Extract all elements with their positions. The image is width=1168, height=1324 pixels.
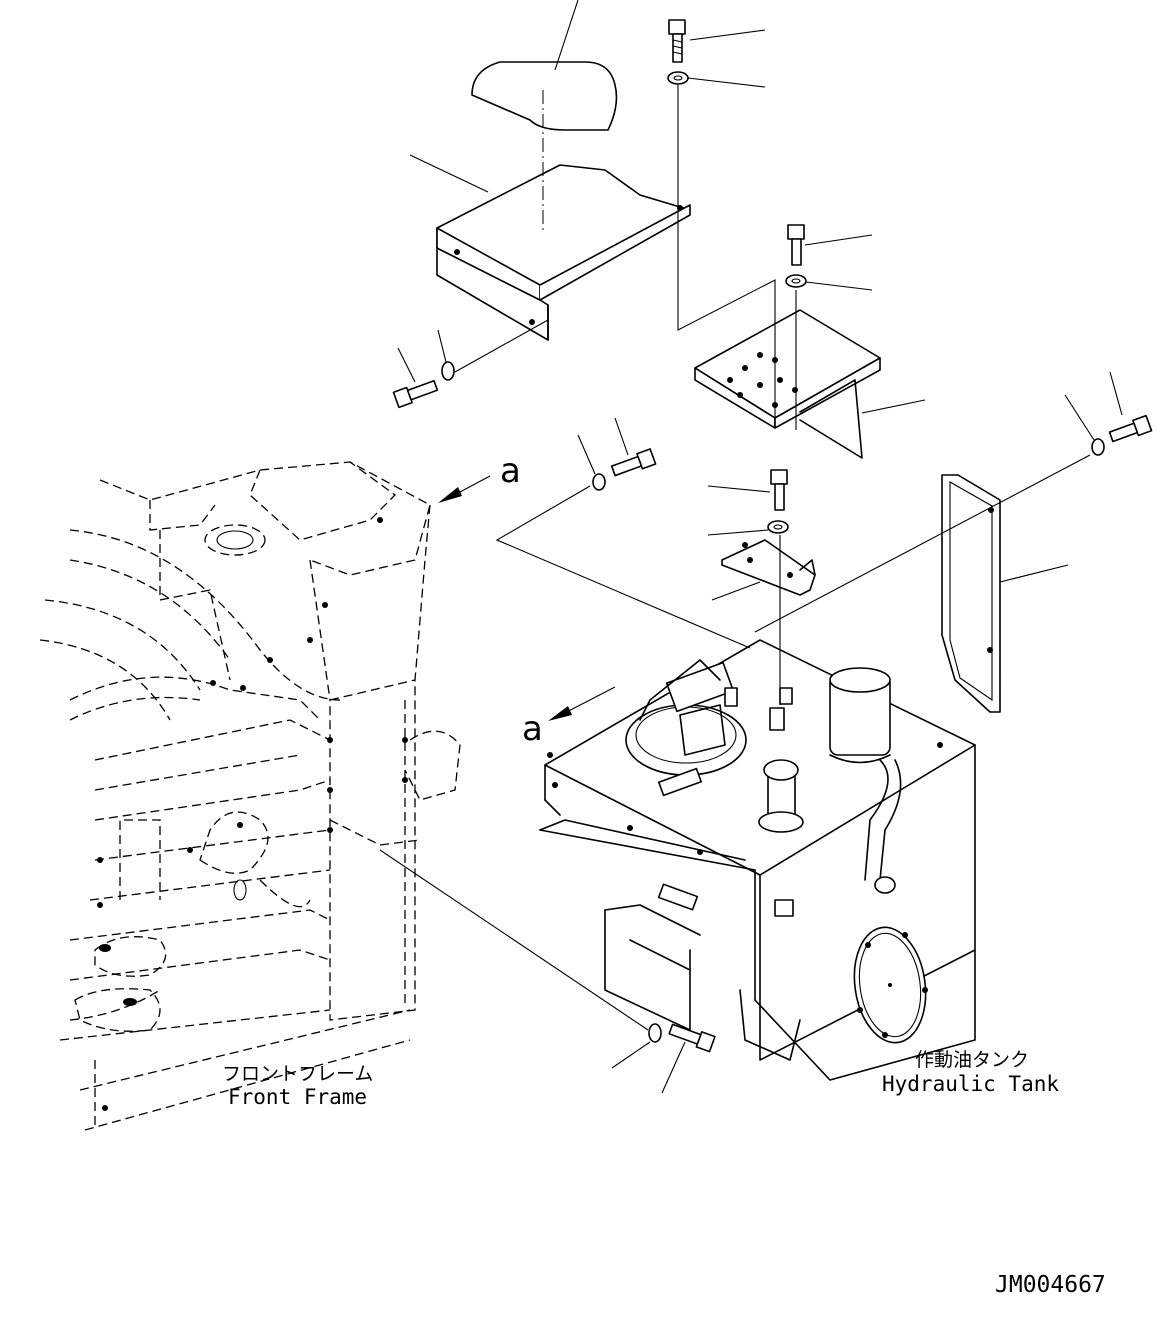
bolt-icon	[668, 1023, 716, 1053]
view-arrow-top	[438, 475, 491, 503]
bolt-icon	[392, 379, 439, 409]
small-bracket	[721, 539, 816, 596]
bolt-icon	[787, 224, 805, 266]
washer-icon	[785, 274, 807, 288]
front-frame-outline	[39, 461, 461, 1131]
leader-lines	[397, 0, 1123, 1094]
washer-icon	[592, 473, 606, 491]
front-frame-label-en: Front Frame	[228, 1085, 367, 1109]
front-frame-label-jp: フロントフレーム	[222, 1063, 373, 1085]
bolt-icon	[770, 469, 788, 511]
drawing-number: JM004667	[995, 1272, 1106, 1298]
side-guard-plate	[941, 474, 1001, 713]
view-marker-top: a	[500, 451, 521, 491]
cover-plate	[436, 164, 691, 341]
view-arrow-mid	[548, 686, 616, 721]
washer-icon	[1091, 438, 1105, 456]
washer-icon	[648, 1023, 662, 1043]
view-marker-mid: a	[522, 709, 543, 749]
mounting-bracket	[694, 309, 881, 459]
tank-label-en: Hydraulic Tank	[882, 1072, 1059, 1096]
washer-icon	[767, 520, 789, 534]
bolt-icon	[1108, 414, 1153, 443]
bolt-icon	[668, 19, 686, 63]
assembly-lines	[379, 85, 1091, 1031]
tank-label-jp: 作動油タンク	[915, 1049, 1029, 1071]
bolt-icon	[610, 448, 657, 477]
hydraulic-tank	[539, 639, 976, 1081]
washer-icon	[441, 361, 455, 381]
washer-icon	[667, 71, 689, 85]
sticker-plate	[471, 61, 618, 131]
